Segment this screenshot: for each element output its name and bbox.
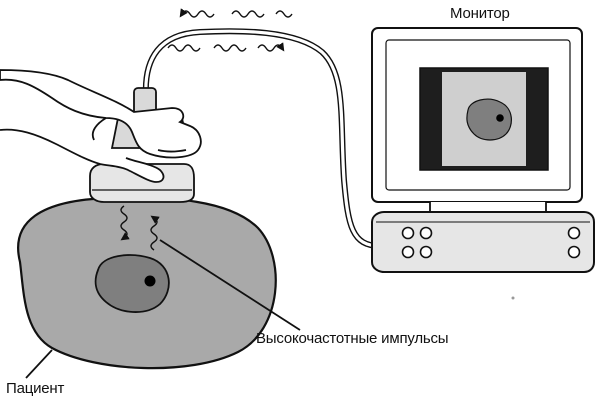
organ-shape — [94, 254, 170, 313]
wave-arrow-icon — [167, 8, 293, 52]
monitor-knob[interactable] — [567, 245, 581, 259]
monitor-knob[interactable] — [419, 245, 433, 259]
monitor-knob[interactable] — [401, 245, 415, 259]
monitor-knob[interactable] — [419, 226, 433, 240]
organ-dot — [144, 275, 156, 287]
patient-callout-line — [25, 349, 53, 379]
hand-icon — [0, 69, 202, 183]
monitor-label: Монитор — [450, 5, 510, 22]
monitor-knob[interactable] — [567, 226, 581, 240]
pulses-label: Высокочастотные импульсы — [256, 330, 449, 347]
pulse-waves — [120, 205, 160, 251]
monitor-icon — [371, 27, 595, 273]
patient-label: Пациент — [6, 380, 65, 397]
pulses-callout-line — [159, 239, 301, 331]
monitor-knob[interactable] — [401, 226, 415, 240]
